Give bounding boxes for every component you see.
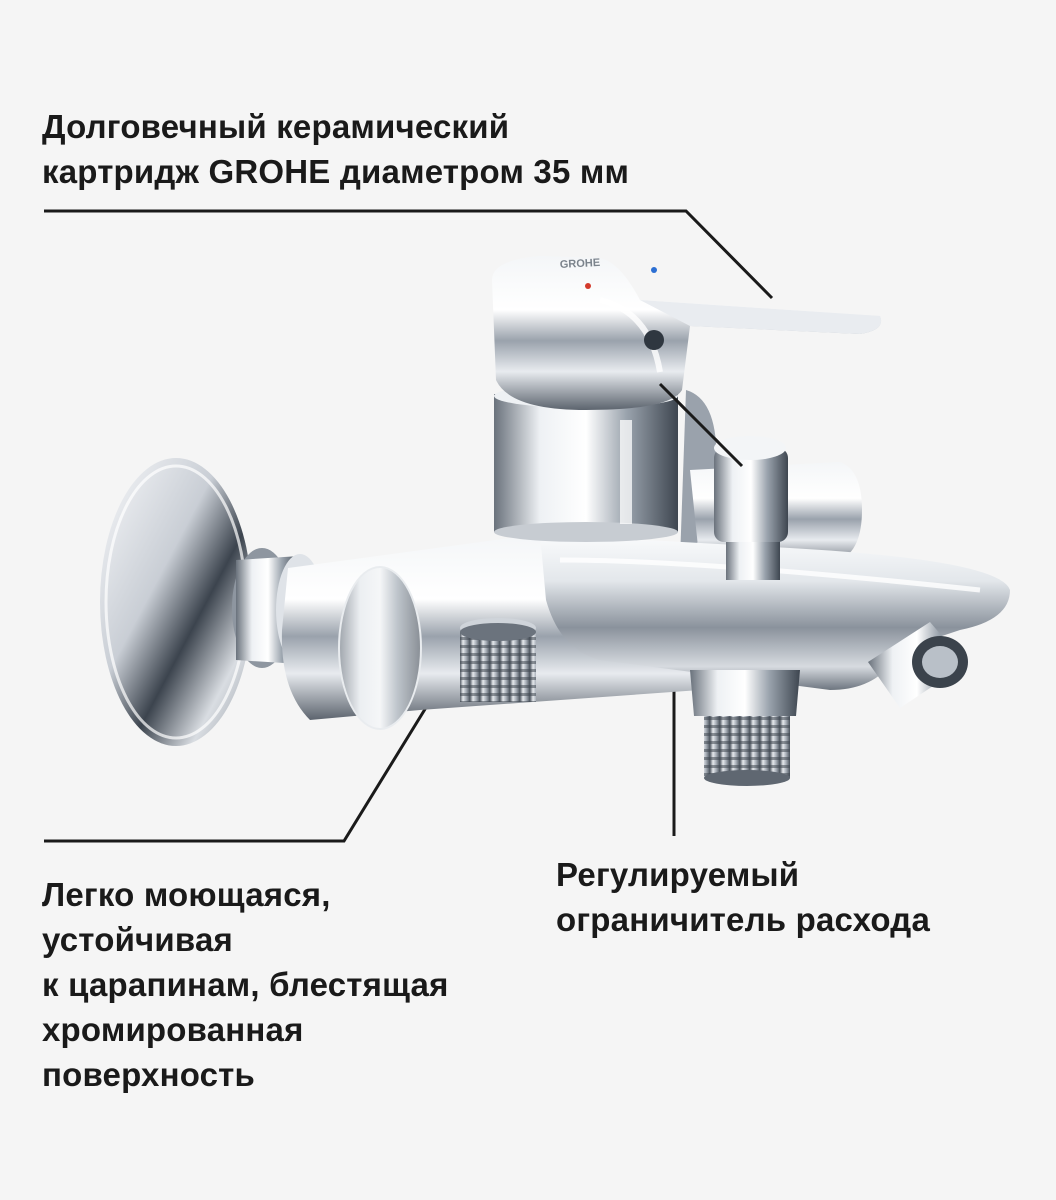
leader-line-surface [44,687,440,843]
threaded-inlet-left [460,618,536,702]
callout-surface-line-5: поверхность [42,1056,256,1093]
callout-cartridge-line-1: Долговечный керамический [42,108,510,145]
wall-flange [100,458,252,746]
aerator [868,622,968,708]
threaded-outlet-bottom [690,670,800,786]
diverter-knob [714,436,788,580]
callout-flow-limiter: Регулируемый ограничитель расхода [556,852,930,942]
callout-surface-line-4: хромированная [42,1011,304,1048]
callout-flow-line-2: ограничитель расхода [556,901,930,938]
callout-surface-line-1: Легко моющаяся, [42,876,331,913]
callout-cartridge: Долговечный керамический картридж GROHE … [42,104,629,194]
cold-indicator-icon [651,267,657,273]
callout-cartridge-line-2: картридж GROHE диаметром 35 мм [42,153,630,190]
leader-line-cartridge [44,209,774,300]
grohe-logo: GROHE [560,257,601,271]
hot-indicator-icon [585,283,591,289]
callout-surface-line-2: устойчивая [42,921,233,958]
leader-line-cartridge-overlay [658,382,744,468]
callout-surface: Легко моющаяся, устойчивая к царапинам, … [42,872,449,1097]
callout-flow-line-1: Регулируемый [556,856,800,893]
callout-surface-line-3: к царапинам, блестящая [42,966,449,1003]
lever-handle: GROHE [492,256,882,410]
